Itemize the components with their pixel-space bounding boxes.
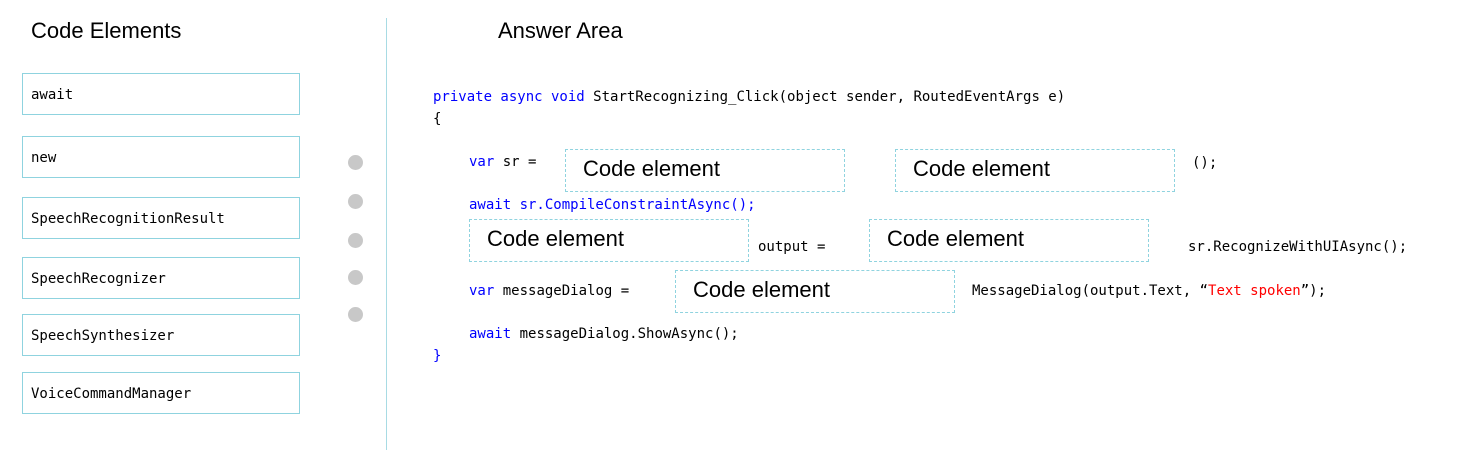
code-text: ”); — [1300, 283, 1327, 299]
code-text: messageDialog = — [502, 283, 630, 299]
drag-handle-dot — [348, 270, 363, 285]
answer-target-4[interactable]: Code element — [869, 219, 1149, 262]
code-close-brace: } — [433, 348, 442, 364]
code-element-speech-recognition-result[interactable]: SpeechRecognitionResult — [22, 197, 300, 239]
answer-target-2[interactable]: Code element — [895, 149, 1175, 192]
code-open-brace: { — [433, 111, 442, 127]
answer-target-3[interactable]: Code element — [469, 219, 749, 262]
code-text-output-assign: output = — [758, 239, 826, 255]
code-string: Text spoken — [1208, 283, 1301, 299]
code-element-speech-recognizer[interactable]: SpeechRecognizer — [22, 257, 300, 299]
code-element-await[interactable]: await — [22, 73, 300, 115]
drag-handle-dot — [348, 155, 363, 170]
panel-divider — [386, 18, 387, 450]
code-line-compile-constraints: await sr.CompileConstraintAsync(); — [469, 197, 756, 213]
answer-target-5[interactable]: Code element — [675, 270, 955, 313]
drag-handle-dot — [348, 307, 363, 322]
code-line-method-signature: private async void StartRecognizing_Clic… — [433, 90, 1065, 104]
code-text-recognize-call: sr.RecognizeWithUIAsync(); — [1188, 239, 1408, 255]
code-element-new[interactable]: new — [22, 136, 300, 178]
answer-area-heading: Answer Area — [498, 18, 623, 43]
code-element-speech-synthesizer[interactable]: SpeechSynthesizer — [22, 314, 300, 356]
code-text-message-dialog-call: MessageDialog(output.Text, “Text spoken”… — [972, 284, 1326, 298]
answer-target-1[interactable]: Code element — [565, 149, 845, 192]
code-line-var-sr: var sr = — [469, 155, 536, 169]
code-elements-heading: Code Elements — [31, 18, 182, 43]
code-text: MessageDialog(output.Text, “ — [972, 283, 1209, 299]
code-keyword: var — [469, 283, 495, 299]
drag-handle-dot — [348, 233, 363, 248]
code-element-voice-command-manager[interactable]: VoiceCommandManager — [22, 372, 300, 414]
code-keyword: await — [469, 326, 512, 342]
code-line-var-message-dialog: var messageDialog = — [469, 284, 629, 298]
code-line-show-async: await messageDialog.ShowAsync(); — [469, 327, 739, 341]
code-text: sr = — [502, 154, 537, 170]
code-keywords: private async void — [433, 89, 585, 105]
code-keyword: var — [469, 154, 495, 170]
code-text: messageDialog.ShowAsync(); — [519, 326, 739, 342]
code-text: StartRecognizing_Click(object sender, Ro… — [593, 89, 1066, 105]
code-text-call-end: (); — [1192, 155, 1218, 171]
drag-handle-dot — [348, 194, 363, 209]
